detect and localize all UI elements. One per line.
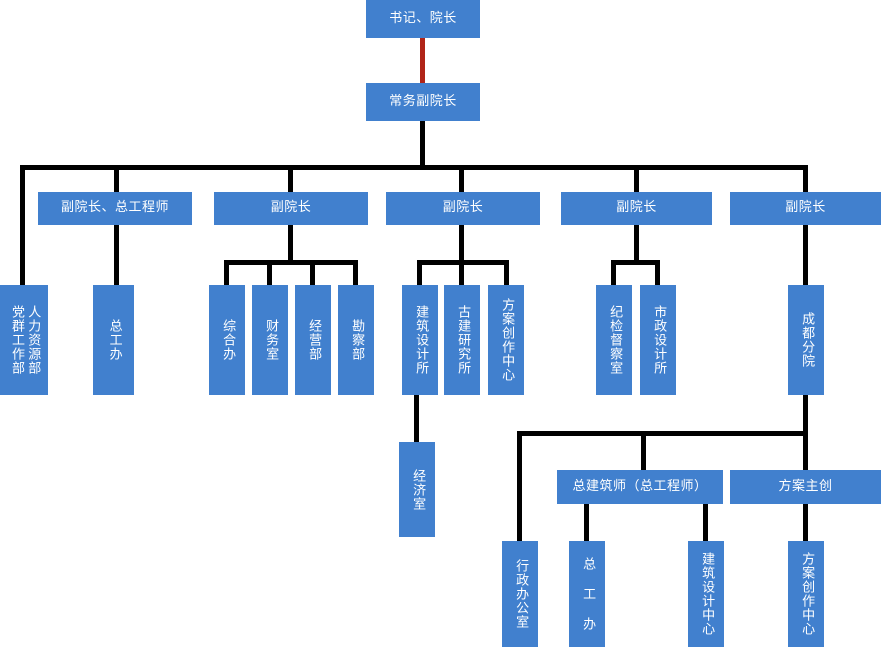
node-scheme-creation-center-label: 方案创作中心 [499,298,515,382]
node-chengdu-branch-label: 成都分院 [799,312,815,368]
node-branch-scheme-center-label: 方案创作中心 [799,552,815,636]
connector-level3-drop-5 [803,165,808,192]
node-vp-2-label: 副院长 [270,200,312,216]
node-general-office-label: 综合办 [220,319,236,361]
connector-group3-drop-1 [417,260,422,285]
connector-level3-drop-2 [288,165,293,192]
connector-group5-drop [803,225,808,285]
node-architecture-design-institute-label: 建筑设计所 [413,305,429,375]
connector-leftmost-spine [20,165,25,285]
connector-scheme-lead-to-scheme-center [803,504,808,553]
node-vp-4-label: 副院长 [616,200,657,216]
connector-chengdu-spine [803,395,808,435]
connector-group4-bus [611,260,660,265]
node-vp-chief-engineer-label: 副院长、总工程师 [60,200,169,216]
node-hr-and-party-dept[interactable]: 党群工作部 人力资源部 [0,285,48,395]
node-finance-office-label: 财务室 [263,319,279,361]
connector-branch-bus [517,431,808,436]
connector-group2-drop-3 [310,260,315,285]
connector-branch-admin-spine [517,431,522,553]
node-root[interactable]: 书记、院长 [366,0,480,38]
node-chief-engineer-office[interactable]: 总工办 [93,285,134,395]
connector-branch-chief-architect-drop [641,431,646,470]
connector-group2-drop-2 [267,260,272,285]
connector-level3-bus [20,165,806,170]
connector-group3-drop-2 [459,260,464,285]
node-vp-5-label: 副院长 [785,200,826,216]
connector-level3-drop-4 [634,165,639,192]
node-economics-office[interactable]: 经济室 [399,442,435,537]
node-admin-office[interactable]: 行政办公室 [502,541,538,647]
node-vp-3[interactable]: 副院长 [386,192,540,225]
node-ancient-architecture-institute[interactable]: 古建研究所 [444,285,480,395]
connector-level3-drop-1 [114,165,119,192]
node-finance-office[interactable]: 财务室 [252,285,288,395]
connector-chief-architect-to-cheng [584,504,589,553]
node-vp-chief-engineer[interactable]: 副院长、总工程师 [38,192,192,225]
node-executive-vice-president[interactable]: 常务副院长 [366,83,480,121]
node-vp-2[interactable]: 副院长 [214,192,368,225]
node-ancient-architecture-institute-label: 古建研究所 [455,305,471,375]
node-municipal-design-institute[interactable]: 市政设计所 [640,285,676,395]
connector-group1-drop [114,225,119,285]
node-party-work-dept-label: 党群工作部 [9,305,24,375]
node-operations-dept-label: 经营部 [306,319,322,361]
node-economics-office-label: 经济室 [410,468,426,511]
connector-group2-drop-1 [224,260,229,285]
node-general-office[interactable]: 综合办 [209,285,245,395]
connector-level3-drop-3 [459,165,464,192]
connector-group2-bus [224,260,358,265]
node-scheme-lead-label: 方案主创 [778,478,833,494]
connector-chief-architect-to-arch-center [703,504,708,553]
node-chief-architect[interactable]: 总建筑师（总工程师） [557,470,723,504]
node-municipal-design-institute-label: 市政设计所 [651,305,667,375]
node-executive-vice-president-label: 常务副院长 [389,93,457,109]
node-survey-dept-label: 勘察部 [349,319,365,361]
connector-root-to-executive-vp [420,38,425,84]
node-scheme-creation-center[interactable]: 方案创作中心 [488,285,524,395]
connector-architecture-to-economics [414,395,419,442]
node-chief-engineer-office-label: 总工办 [106,319,122,361]
connector-group2-drop-4 [353,260,358,285]
node-survey-dept[interactable]: 勘察部 [338,285,374,395]
node-branch-architecture-center-label: 建筑设计中心 [699,552,715,636]
connector-group3-drop-3 [504,260,509,285]
node-root-label: 书记、院长 [389,10,457,26]
node-hr-dept-label: 人力资源部 [25,305,41,375]
node-branch-architecture-center[interactable]: 建筑设计中心 [688,541,724,647]
node-operations-dept[interactable]: 经营部 [295,285,331,395]
connector-group4-drop-2 [655,260,660,285]
node-admin-office-label: 行政办公室 [513,559,529,629]
connector-group2-stem [288,225,293,262]
node-scheme-lead[interactable]: 方案主创 [730,470,881,504]
node-discipline-inspection-office[interactable]: 纪检督察室 [596,285,632,395]
node-vp-3-label: 副院长 [442,200,484,216]
connector-group4-drop-1 [611,260,616,285]
node-chief-architect-label: 总建筑师（总工程师） [572,478,708,494]
connector-branch-scheme-lead-drop [803,431,808,470]
connector-group4-stem [634,225,639,262]
node-branch-scheme-center[interactable]: 方案创作中心 [788,541,824,647]
node-branch-chief-engineer-office[interactable]: 总 工 办 [569,541,605,647]
connector-group3-stem [459,225,464,262]
node-vp-5[interactable]: 副院长 [730,192,881,225]
node-architecture-design-institute[interactable]: 建筑设计所 [402,285,438,395]
connector-executive-vp-drop [420,121,425,168]
node-chengdu-branch[interactable]: 成都分院 [788,285,824,395]
node-branch-chief-engineer-office-label: 总 工 办 [580,557,596,631]
node-vp-4[interactable]: 副院长 [561,192,712,225]
node-discipline-inspection-office-label: 纪检督察室 [607,305,623,375]
